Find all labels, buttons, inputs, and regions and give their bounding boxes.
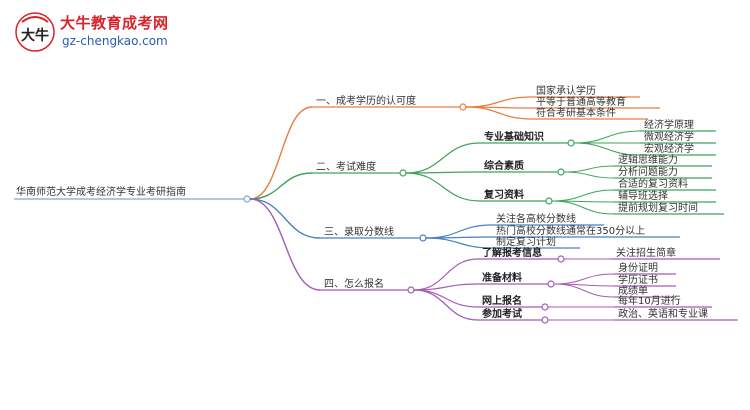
leaf-topic: 逻辑思维能力 — [618, 153, 678, 166]
subtopic-knot — [567, 139, 575, 147]
subtopic-connector — [413, 289, 479, 321]
subtopic-knot — [541, 303, 549, 311]
subtopic: 平等于普通高等教育 — [536, 95, 626, 108]
branch-topic: 四、怎么报名 — [324, 277, 384, 290]
site-logo[interactable]: 大牛 大牛教育成考网 gz-chengkao.com — [6, 6, 196, 58]
branch-knot — [419, 234, 427, 242]
branch-connector — [249, 106, 313, 200]
leaf-topic: 成绩单 — [618, 284, 648, 297]
leaf-connector — [551, 200, 615, 215]
logo-mark-icon: 大牛 — [15, 12, 55, 52]
subtopic: 准备材料 — [482, 271, 522, 284]
root-topic: 华南师范大学成考经济学专业考研指南 — [16, 185, 186, 198]
branch-topic: 二、考试难度 — [316, 160, 376, 173]
subtopic: 了解报考信息 — [482, 246, 542, 259]
subtopic: 关注各高校分数线 — [496, 212, 576, 225]
logo-domain: gz-chengkao.com — [62, 34, 168, 48]
leaf-topic: 每年10月进行 — [618, 294, 681, 307]
leaf-connector — [573, 142, 641, 156]
subtopic-connector — [425, 224, 493, 239]
branch-connector — [249, 172, 313, 200]
subtopic: 国家承认学历 — [536, 84, 596, 97]
subtopic-connector — [465, 96, 533, 108]
logo-brand-name: 大牛教育成考网 — [60, 14, 169, 32]
leaf-topic: 学历证书 — [618, 273, 658, 286]
leaf-topic: 宏观经济学 — [644, 142, 694, 155]
leaf-connector — [563, 165, 615, 173]
subtopic-knot — [547, 280, 555, 288]
subtopic: 热门高校分数线通常在350分以上 — [496, 224, 645, 237]
branch-topic: 一、成考学历的认可度 — [316, 94, 416, 107]
subtopic-knot — [557, 255, 565, 263]
subtopic-connector — [425, 237, 493, 249]
leaf-topic: 合适的复习资料 — [618, 177, 688, 190]
logo-mark-text: 大牛 — [21, 27, 49, 44]
subtopic: 专业基础知识 — [484, 130, 544, 143]
subtopic-connector — [405, 172, 481, 202]
subtopic-knot — [545, 197, 553, 205]
leaf-connector — [553, 283, 615, 298]
leaf-connector — [553, 273, 615, 285]
branch-connector — [249, 198, 321, 291]
subtopic: 参加考试 — [482, 307, 522, 320]
branch-knot — [407, 286, 415, 294]
branch-topic: 三、录取分数线 — [324, 225, 394, 238]
subtopic-knot — [541, 316, 549, 324]
subtopic-connector — [413, 258, 479, 291]
leaf-connector — [573, 130, 641, 144]
subtopic: 复习资料 — [483, 188, 524, 201]
leaf-topic: 微观经济学 — [644, 130, 694, 143]
leaf-topic: 分析问题能力 — [618, 165, 678, 178]
subtopic-connector — [405, 171, 481, 174]
subtopic-connector — [405, 142, 481, 174]
subtopic: 综合素质 — [484, 159, 524, 172]
leaf-topic: 政治、英语和专业课 — [618, 307, 708, 320]
leaf-topic: 辅导班选择 — [618, 189, 668, 202]
branch-knot — [459, 103, 467, 111]
branch-knot — [399, 169, 407, 177]
subtopic-connector — [465, 106, 533, 120]
leaf-connector — [551, 189, 615, 202]
subtopic-knot — [557, 168, 565, 176]
branch-connector — [249, 198, 321, 239]
leaf-topic: 关注招生简章 — [616, 246, 676, 259]
leaf-topic: 提前规划复习时间 — [618, 201, 698, 214]
subtopic: 制定复习计划 — [496, 235, 556, 248]
subtopic: 符合考研基本条件 — [536, 106, 616, 119]
leaf-topic: 经济学原理 — [644, 118, 694, 131]
subtopic: 网上报名 — [482, 294, 522, 307]
leaf-topic: 身份证明 — [618, 261, 658, 274]
leaf-connector — [563, 171, 615, 179]
root-knot — [243, 195, 251, 203]
